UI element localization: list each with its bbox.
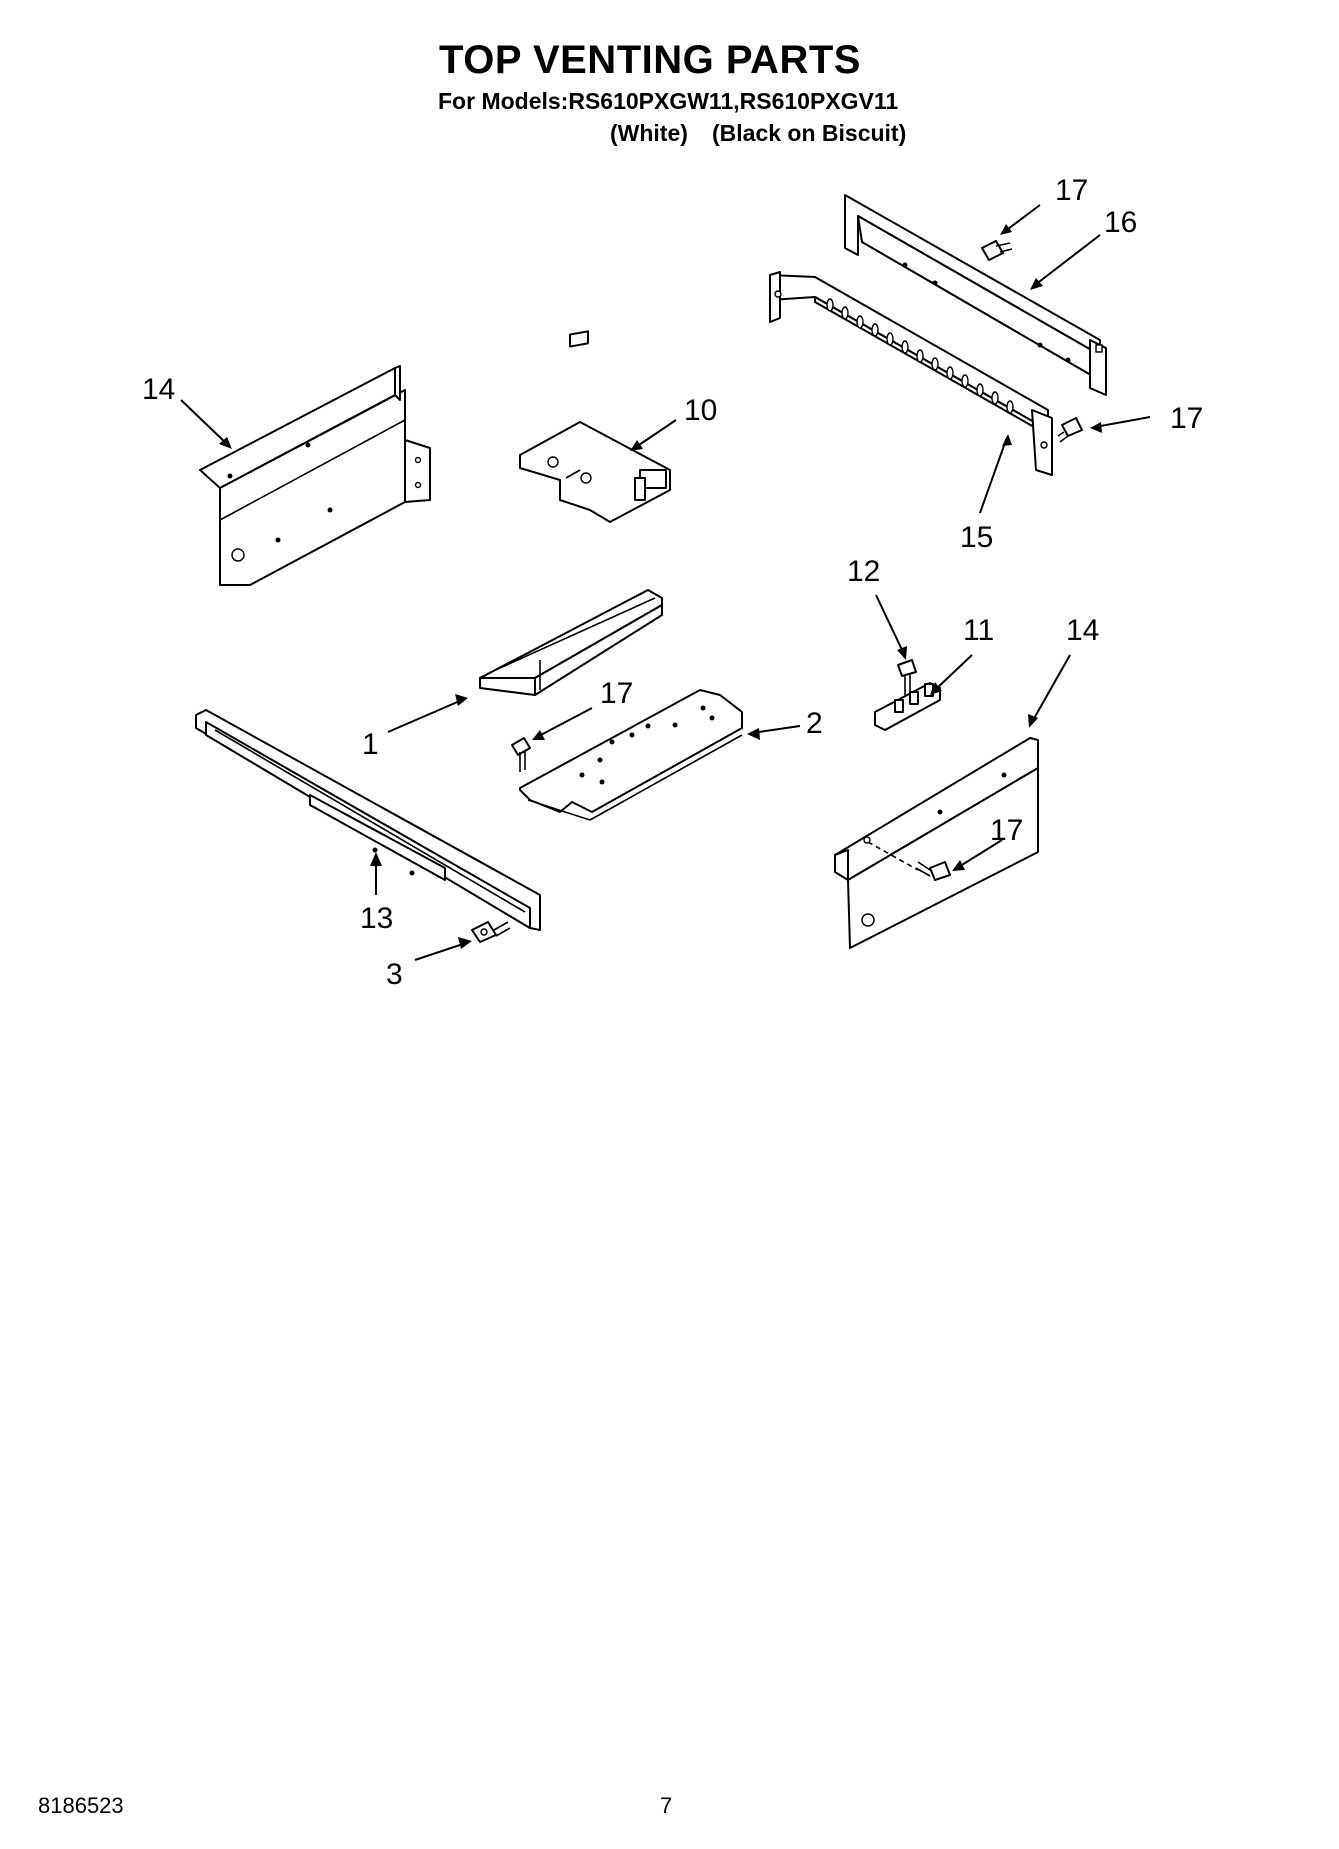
callout-17-lower: 17 — [600, 677, 633, 710]
part-17-screw-top — [981, 240, 1013, 261]
callout-14-left: 14 — [142, 373, 175, 406]
page-title: TOP VENTING PARTS — [439, 38, 861, 82]
callout-labels: 17 16 17 15 14 10 12 11 14 17 1 2 17 13 … — [142, 174, 1203, 991]
callout-3: 3 — [386, 958, 403, 991]
callout-16: 16 — [1104, 206, 1137, 239]
part-17-screw-mid — [915, 861, 951, 881]
part-2-base-plate — [519, 689, 743, 821]
variant-white-label: (White) — [610, 120, 688, 146]
callout-2: 2 — [806, 707, 823, 740]
part-3-screw — [471, 921, 511, 943]
page-number: 7 — [660, 1793, 673, 1818]
part-12-screw — [897, 659, 917, 695]
part-13-rail — [195, 709, 541, 931]
callout-17-top: 17 — [1055, 174, 1088, 207]
part-14-left-panel — [199, 365, 431, 586]
part-14-right-panel — [834, 737, 1039, 949]
variant-black-label: (Black on Biscuit) — [712, 120, 907, 146]
models-line: For Models:RS610PXGW11,RS610PXGV11 — [438, 88, 899, 114]
callout-17-right: 17 — [1170, 402, 1203, 435]
part-17-screw-right — [1057, 417, 1083, 443]
part-15-vent-bracket — [769, 271, 1053, 476]
callout-12: 12 — [847, 555, 880, 588]
callout-11: 11 — [963, 614, 994, 647]
leader-lines — [180, 204, 1151, 961]
part-16-bracket — [844, 194, 1107, 396]
callout-13: 13 — [360, 902, 393, 935]
part-10-sensor-plate — [519, 330, 671, 523]
callout-17-mid: 17 — [990, 814, 1023, 847]
part-17-screw-lower — [511, 737, 531, 772]
callout-15: 15 — [960, 521, 993, 554]
callout-14-right: 14 — [1066, 614, 1099, 647]
part-1-strip — [479, 589, 663, 696]
callout-10: 10 — [684, 394, 717, 427]
callout-1: 1 — [362, 728, 379, 761]
part-11-terminal-block — [874, 682, 941, 731]
document-number: 8186523 — [38, 1793, 124, 1818]
